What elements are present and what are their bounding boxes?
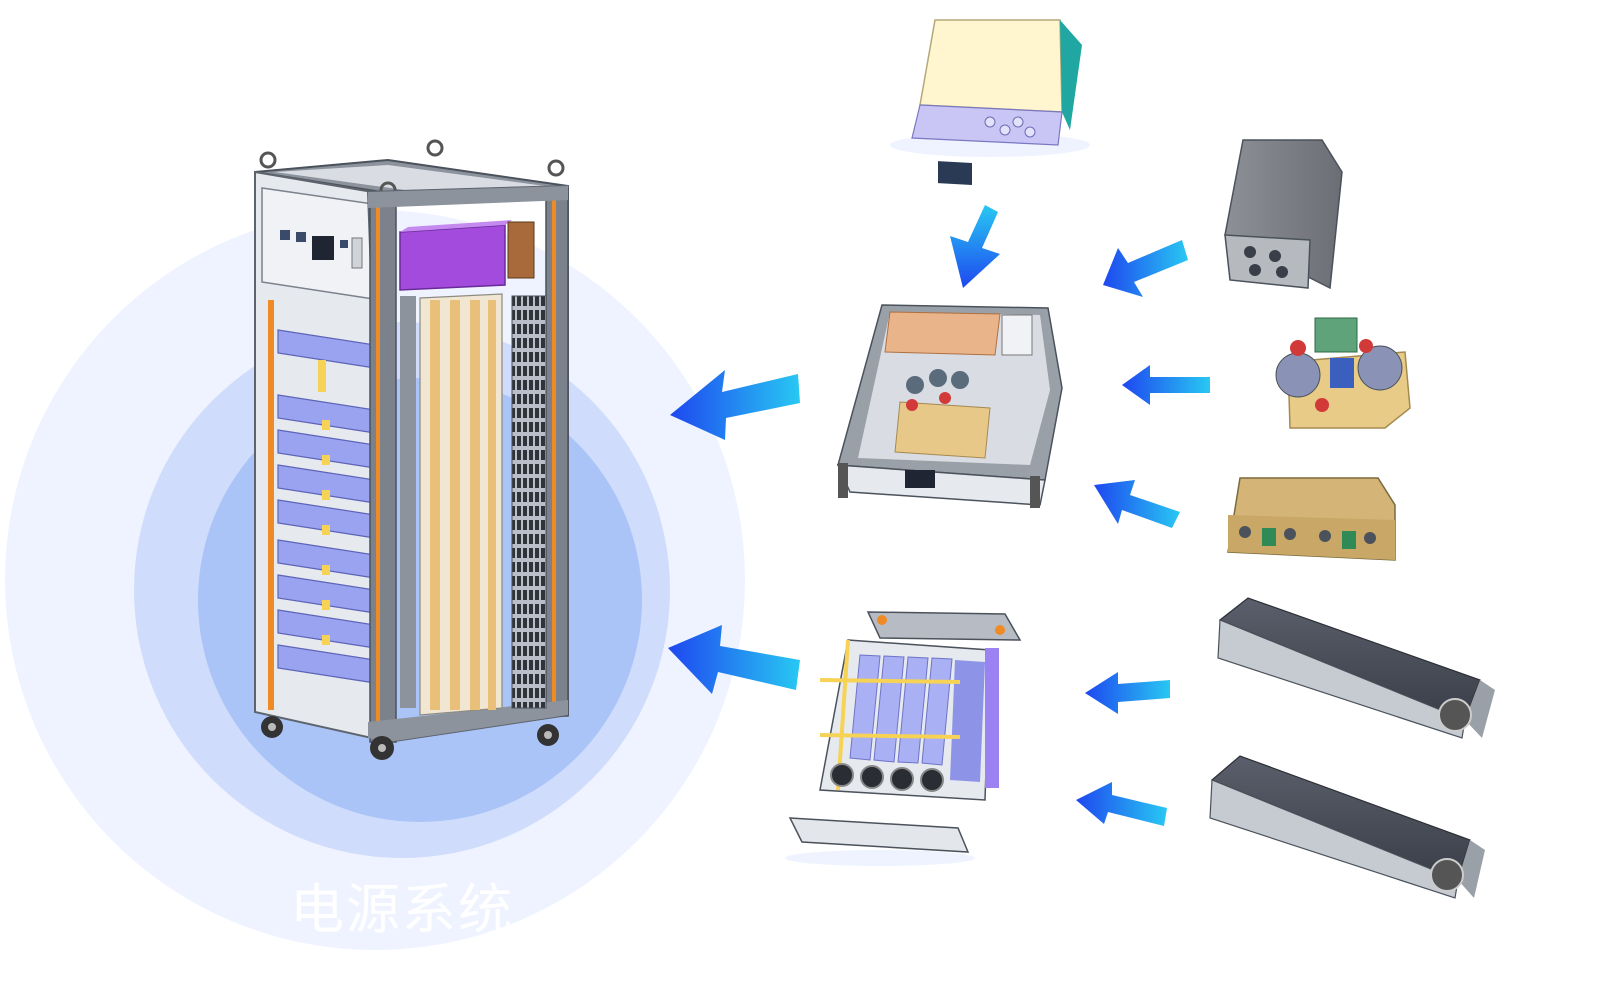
power-cabinet — [254, 139, 569, 760]
gray-enclosure — [1224, 139, 1343, 290]
arrow-panel-down — [950, 205, 1000, 288]
power-supply-unit-1 — [1217, 597, 1495, 739]
arrow-gray-box — [1103, 240, 1188, 297]
rectifier-subrack — [785, 611, 1022, 866]
arrow-gold-module — [1094, 480, 1180, 528]
arrow-rf-to-cabinet — [670, 370, 800, 440]
arrow-psu-1 — [1085, 672, 1170, 714]
power-supply-unit-2 — [1209, 755, 1485, 899]
rf-chassis-assembly — [836, 304, 1063, 508]
pcb-assembly — [1275, 317, 1411, 429]
system-title: 电源系统 — [290, 878, 514, 941]
control-panel-module — [890, 19, 1090, 185]
arrow-pcb — [1122, 365, 1210, 405]
arrow-psu-2 — [1076, 782, 1167, 826]
gold-module — [1227, 477, 1396, 561]
arrow-subrack-to-cabinet — [668, 625, 800, 694]
